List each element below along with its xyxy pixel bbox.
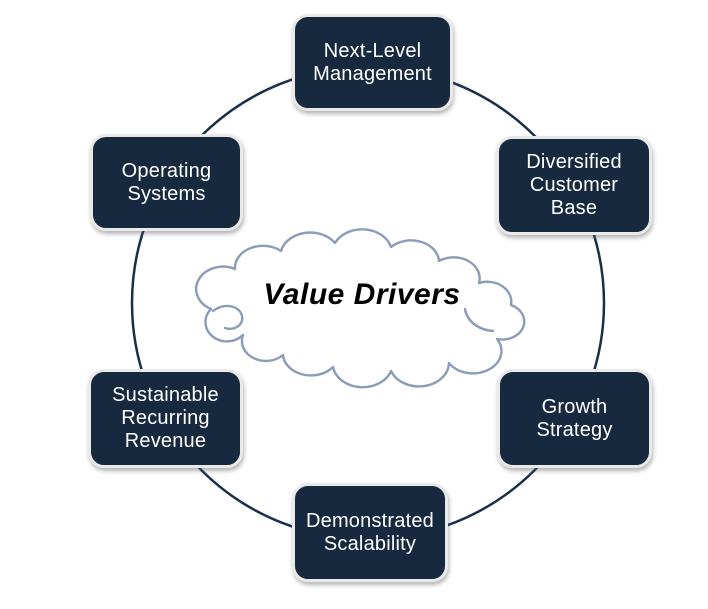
cloud-outline <box>194 228 526 389</box>
cloud-inner-arc-left <box>211 304 244 330</box>
node-sustainable-recurring-revenue: Sustainable Recurring Revenue <box>88 369 243 468</box>
node-diversified-customer-base: Diversified Customer Base <box>496 136 652 235</box>
cloud-shape <box>194 228 526 389</box>
node-label-operating-systems: Operating Systems <box>121 159 212 205</box>
node-growth-strategy: Growth Strategy <box>497 369 652 468</box>
node-label-demonstrated-scalability: Demonstrated Scalability <box>305 509 434 555</box>
node-operating-systems: Operating Systems <box>90 134 243 231</box>
cloud-inner-arc-right <box>463 307 495 333</box>
node-label-diversified-customer-base: Diversified Customer Base <box>526 151 622 219</box>
node-demonstrated-scalability: Demonstrated Scalability <box>292 483 448 582</box>
node-next-level-management: Next-Level Management <box>292 14 453 111</box>
node-label-sustainable-recurring-revenue: Sustainable Recurring Revenue <box>112 384 219 452</box>
node-label-growth-strategy: Growth Strategy <box>536 395 613 441</box>
node-label-next-level-management: Next-Level Management <box>313 39 432 85</box>
diagram-title: Value Drivers <box>263 278 461 311</box>
